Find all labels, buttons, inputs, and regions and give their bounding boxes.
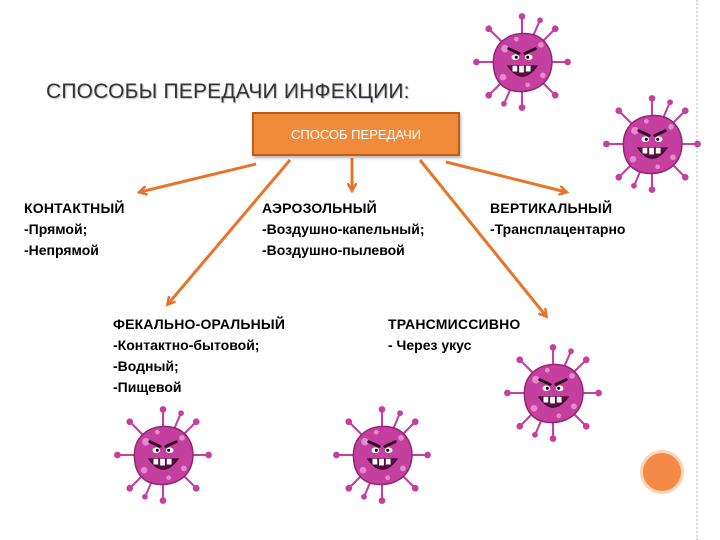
group-vertical-item: -Трансплацентарно <box>490 221 626 237</box>
group-aerosol-item: -Воздушно-пылевой <box>262 242 405 258</box>
group-fecal-oral-item: -Контактно-бытовой; <box>113 337 260 353</box>
cartoon-germ-icon <box>601 93 703 195</box>
group-vertical: ВЕРТИКАЛЬНЫЙ -Трансплацентарно <box>490 198 625 240</box>
group-fecal-oral-item: -Пищевой <box>113 379 182 395</box>
arrow-to-fecal-oral <box>168 159 292 304</box>
group-aerosol-item: -Воздушно-капельный; <box>262 221 425 237</box>
group-transmissive: ТРАНСМИССИВНО - Через укус <box>388 314 521 356</box>
group-transmissive-item: - Через укус <box>388 337 472 353</box>
center-box-label: СПОСОБ ПЕРЕДАЧИ <box>290 126 422 142</box>
cartoon-germ-icon <box>471 11 573 113</box>
group-transmissive-heading: ТРАНСМИССИВНО <box>388 316 521 332</box>
group-contact-item: -Непрямой <box>24 242 99 258</box>
group-contact: КОНТАКТНЫЙ -Прямой; -Непрямой <box>24 198 125 261</box>
group-fecal-oral-item: -Водный; <box>113 358 179 374</box>
cartoon-germ-icon <box>502 342 604 444</box>
group-contact-heading: КОНТАКТНЫЙ <box>24 200 125 216</box>
arrow-to-contact <box>140 162 257 192</box>
dotted-border <box>692 0 698 540</box>
cartoon-germ-icon <box>112 404 214 506</box>
group-aerosol-heading: АЭРОЗОЛЬНЫЙ <box>262 200 377 216</box>
group-fecal-oral: ФЕКАЛЬНО-ОРАЛЬНЫЙ -Контактно-бытовой; -В… <box>113 314 285 398</box>
group-fecal-oral-heading: ФЕКАЛЬНО-ОРАЛЬНЫЙ <box>113 316 286 332</box>
center-box-transmission-method: СПОСОБ ПЕРЕДАЧИ <box>252 112 460 156</box>
cartoon-germ-icon <box>331 404 433 506</box>
orange-accent-circle <box>640 450 684 494</box>
slide-title: СПОСОБЫ ПЕРЕДАЧИ ИНФЕКЦИИ: <box>46 80 410 103</box>
arrow-to-vertical <box>445 160 566 192</box>
group-aerosol: АЭРОЗОЛЬНЫЙ -Воздушно-капельный; -Воздуш… <box>262 198 425 261</box>
group-contact-item: -Прямой; <box>24 221 88 237</box>
group-vertical-heading: ВЕРТИКАЛЬНЫЙ <box>490 200 613 216</box>
arrow-to-transmissive <box>418 159 546 316</box>
